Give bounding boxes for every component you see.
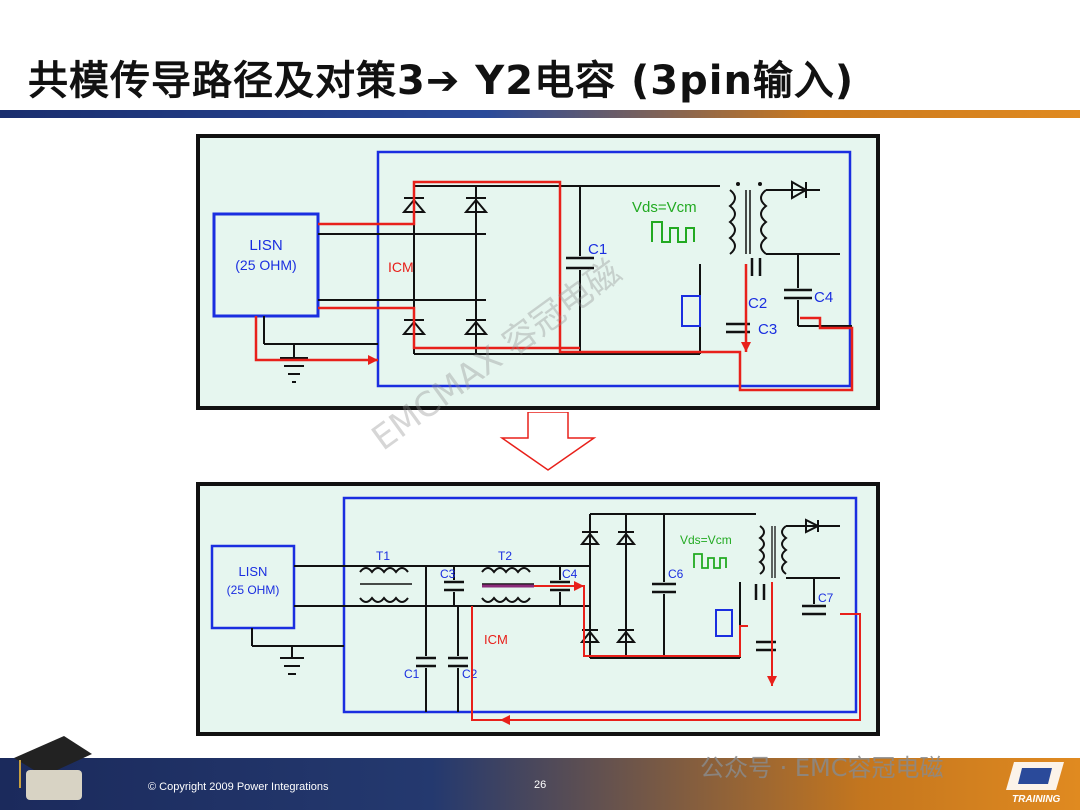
icm-label: ICM — [484, 632, 508, 647]
lisn-box — [212, 212, 320, 318]
bottom-circuit-diagram: LISN (25 OHM) T1 T2 C3 C4 C1 — [196, 482, 880, 736]
common-mode-current-path — [254, 180, 854, 392]
lisn-label: LISN — [239, 564, 268, 579]
power-integrations-logo-icon — [1006, 762, 1064, 790]
title-divider — [0, 110, 1080, 118]
slide-title: 共模传导路径及对策3➔ Y2电容 (3pin输入) — [28, 58, 855, 104]
c2-label: C2 — [748, 295, 767, 312]
wechat-account-label: 公众号 · EMC容冠电磁 — [700, 754, 944, 782]
graduation-cap-icon — [14, 736, 92, 800]
c4-label: C4 — [562, 567, 578, 581]
lisn-box — [210, 544, 296, 630]
common-mode-current-path — [471, 582, 861, 721]
lisn-impedance-label: (25 OHM) — [235, 257, 296, 273]
transformer-primary — [728, 189, 736, 255]
output-diode — [791, 180, 809, 200]
c4-label: C4 — [814, 289, 833, 306]
top-circuit-diagram: LISN (25 OHM) C1 Vds — [196, 134, 880, 410]
transformer-secondary — [760, 189, 768, 255]
bridge-diodes — [401, 197, 489, 335]
t1-label: T1 — [376, 549, 390, 563]
vds-label: Vds=Vcm — [680, 533, 732, 547]
t2-choke — [481, 567, 531, 574]
mosfet — [715, 609, 733, 637]
training-label: TRAINING — [1012, 794, 1061, 805]
t1-choke — [359, 567, 409, 574]
c3-label: C3 — [440, 567, 456, 581]
copyright-text: © Copyright 2009 Power Integrations — [148, 781, 329, 793]
vds-label: Vds=Vcm — [632, 199, 697, 216]
down-arrow-icon — [499, 412, 597, 471]
c7-label: C7 — [818, 591, 834, 605]
mosfet — [681, 295, 701, 327]
lisn-label: LISN — [249, 237, 282, 254]
vds-waveform — [651, 221, 695, 243]
lisn-impedance-label: (25 OHM) — [227, 583, 280, 597]
c6-label: C6 — [668, 567, 684, 581]
output-diode — [805, 518, 821, 534]
c1-label: C1 — [404, 667, 420, 681]
ground-symbol — [280, 357, 308, 383]
ground-symbol — [280, 657, 304, 675]
c3-label: C3 — [758, 321, 777, 338]
c1-label: C1 — [588, 241, 607, 258]
footer-bar — [0, 758, 1080, 810]
transformer-primary — [758, 525, 765, 575]
transformer-secondary — [781, 525, 788, 575]
t2-label: T2 — [498, 549, 512, 563]
vds-waveform — [693, 553, 727, 569]
icm-label: ICM — [388, 259, 414, 275]
c2-label: C2 — [462, 667, 478, 681]
page-number: 26 — [534, 779, 547, 791]
